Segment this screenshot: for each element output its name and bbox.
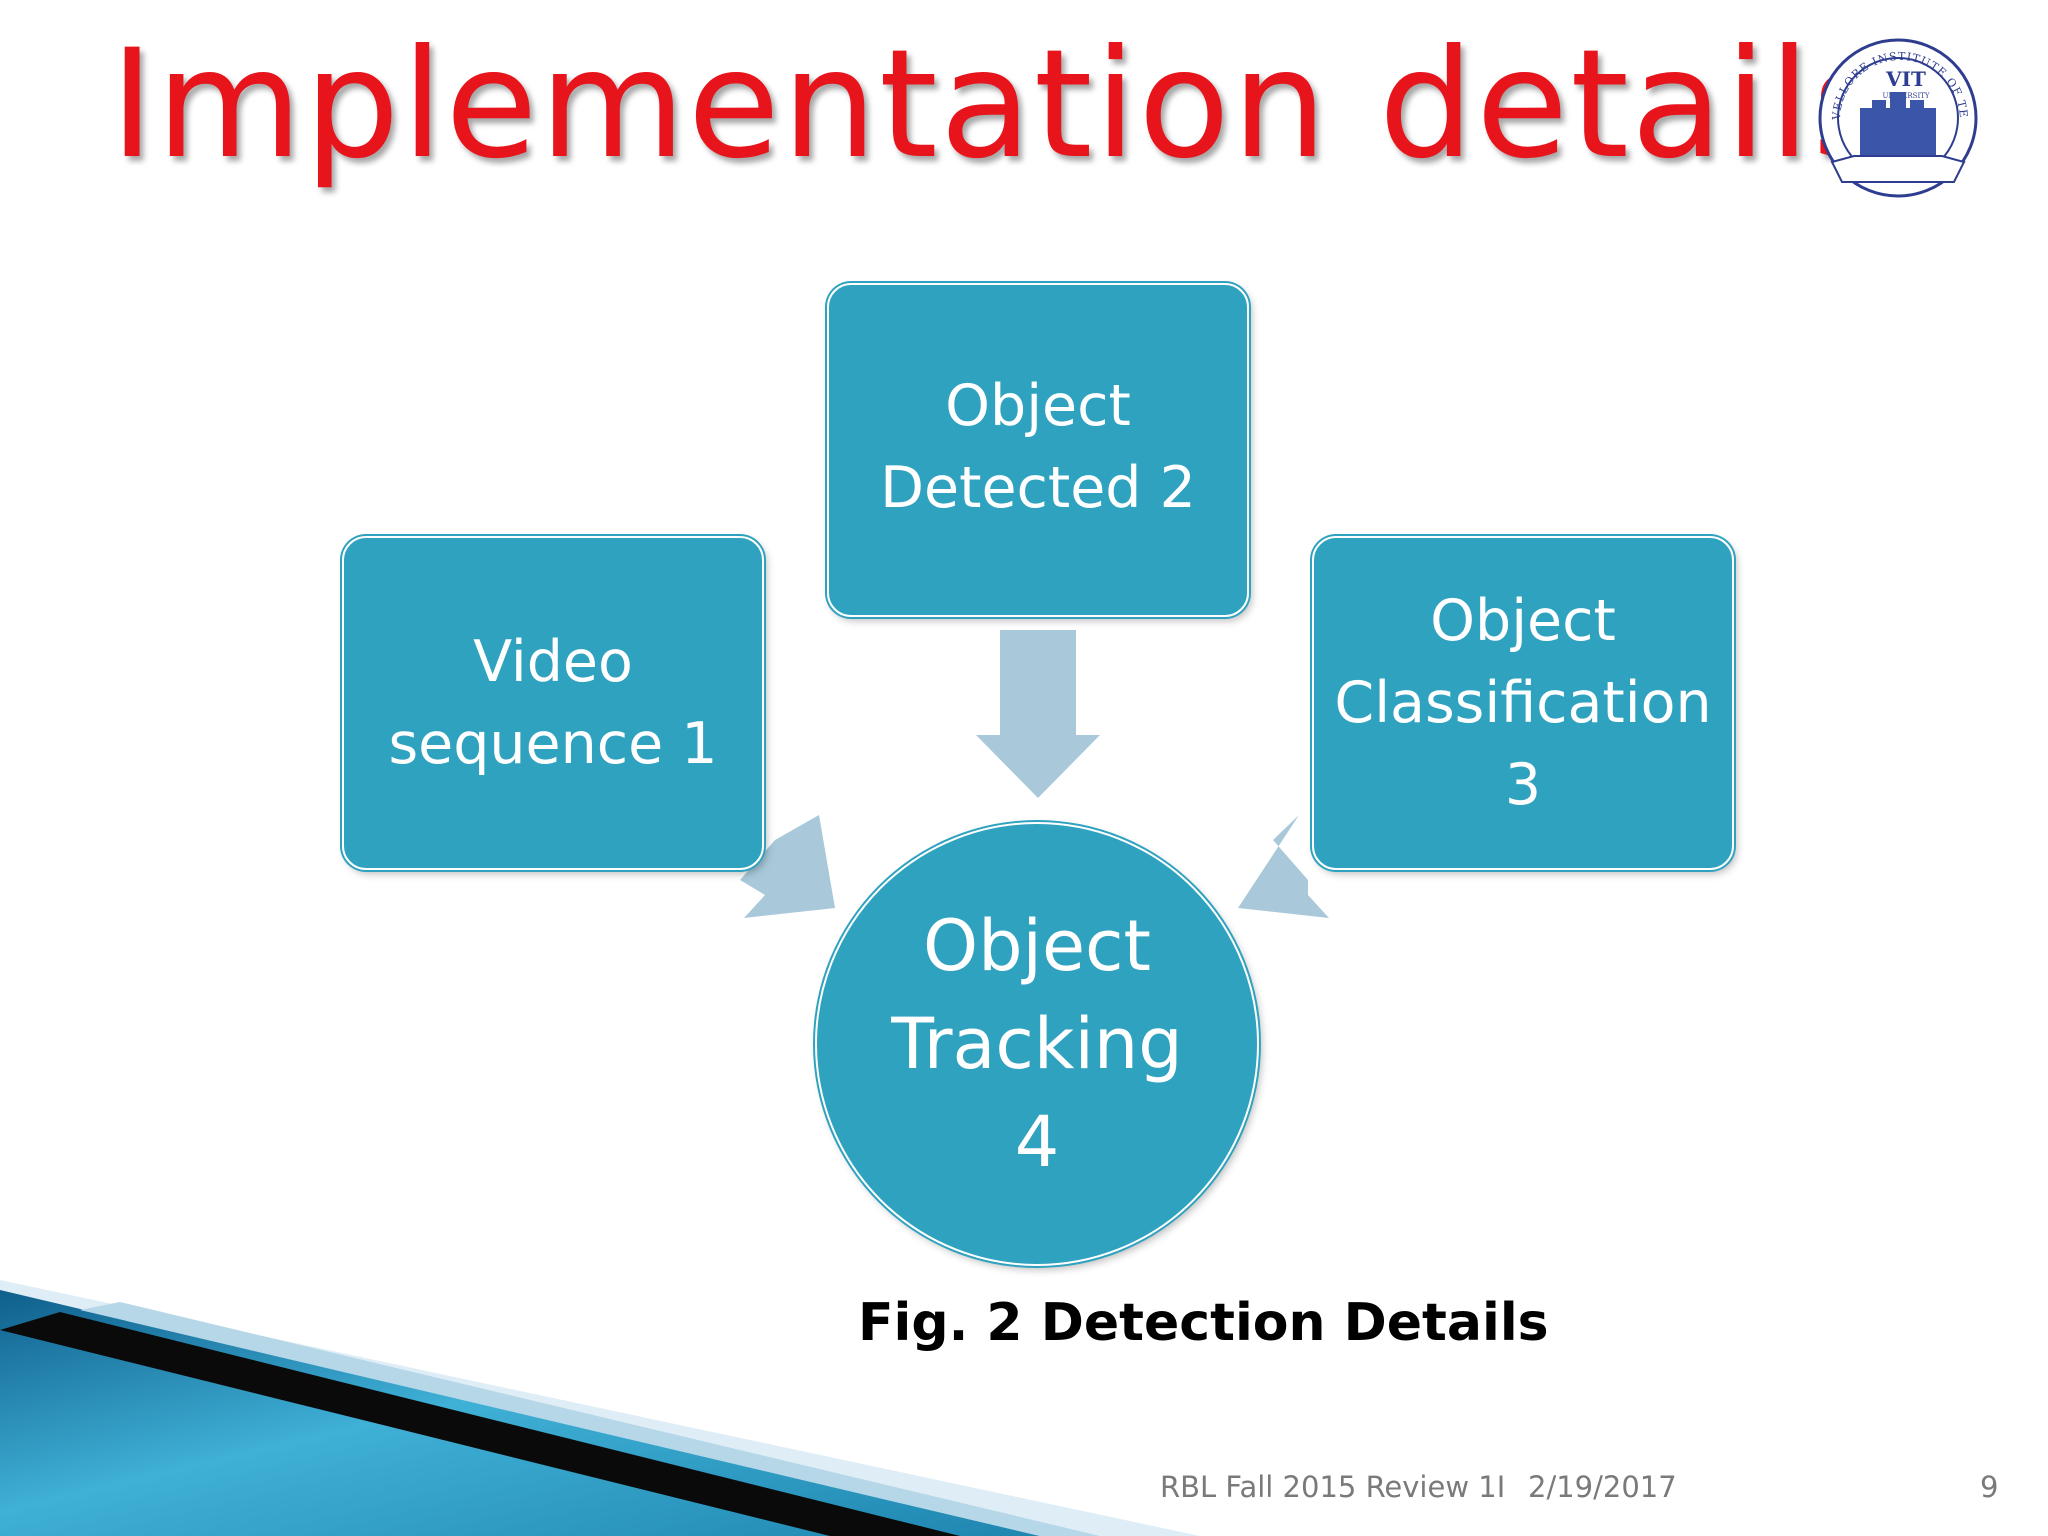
logo-sub-text: UNIVERSITY	[1882, 92, 1929, 100]
footer-presentation-label: RBL Fall 2015 Review 1I	[1160, 1470, 1506, 1504]
node-object-tracking: Object Tracking 4	[815, 822, 1259, 1266]
footer-date: 2/19/2017	[1528, 1470, 1677, 1504]
arrow-down-icon	[976, 630, 1100, 798]
arrow-right-down-icon	[740, 815, 835, 918]
node-detected-label: Object Detected 2	[880, 373, 1196, 521]
page-number: 9	[1980, 1470, 1999, 1504]
arrow-left-down-icon	[1238, 815, 1329, 918]
logo-center-text: VIT	[1885, 67, 1926, 91]
node-object-detected: Object Detected 2	[827, 283, 1249, 617]
slide-title: Implementation details	[110, 18, 1893, 192]
university-seal-icon: VELLORE INSTITUTE OF TECHNOLOGY VIT UNIV…	[1810, 30, 1978, 198]
node-video-sequence: Video sequence 1	[342, 536, 764, 870]
node-video-label: Video sequence 1	[388, 629, 718, 777]
node-classification-label: Object Classification 3	[1334, 588, 1712, 818]
figure-caption: Fig. 2 Detection Details	[858, 1293, 1549, 1353]
node-tracking-label: Object Tracking 4	[891, 905, 1183, 1183]
node-object-classification: Object Classification 3	[1312, 536, 1734, 870]
decorative-swoosh	[0, 1280, 1200, 1536]
